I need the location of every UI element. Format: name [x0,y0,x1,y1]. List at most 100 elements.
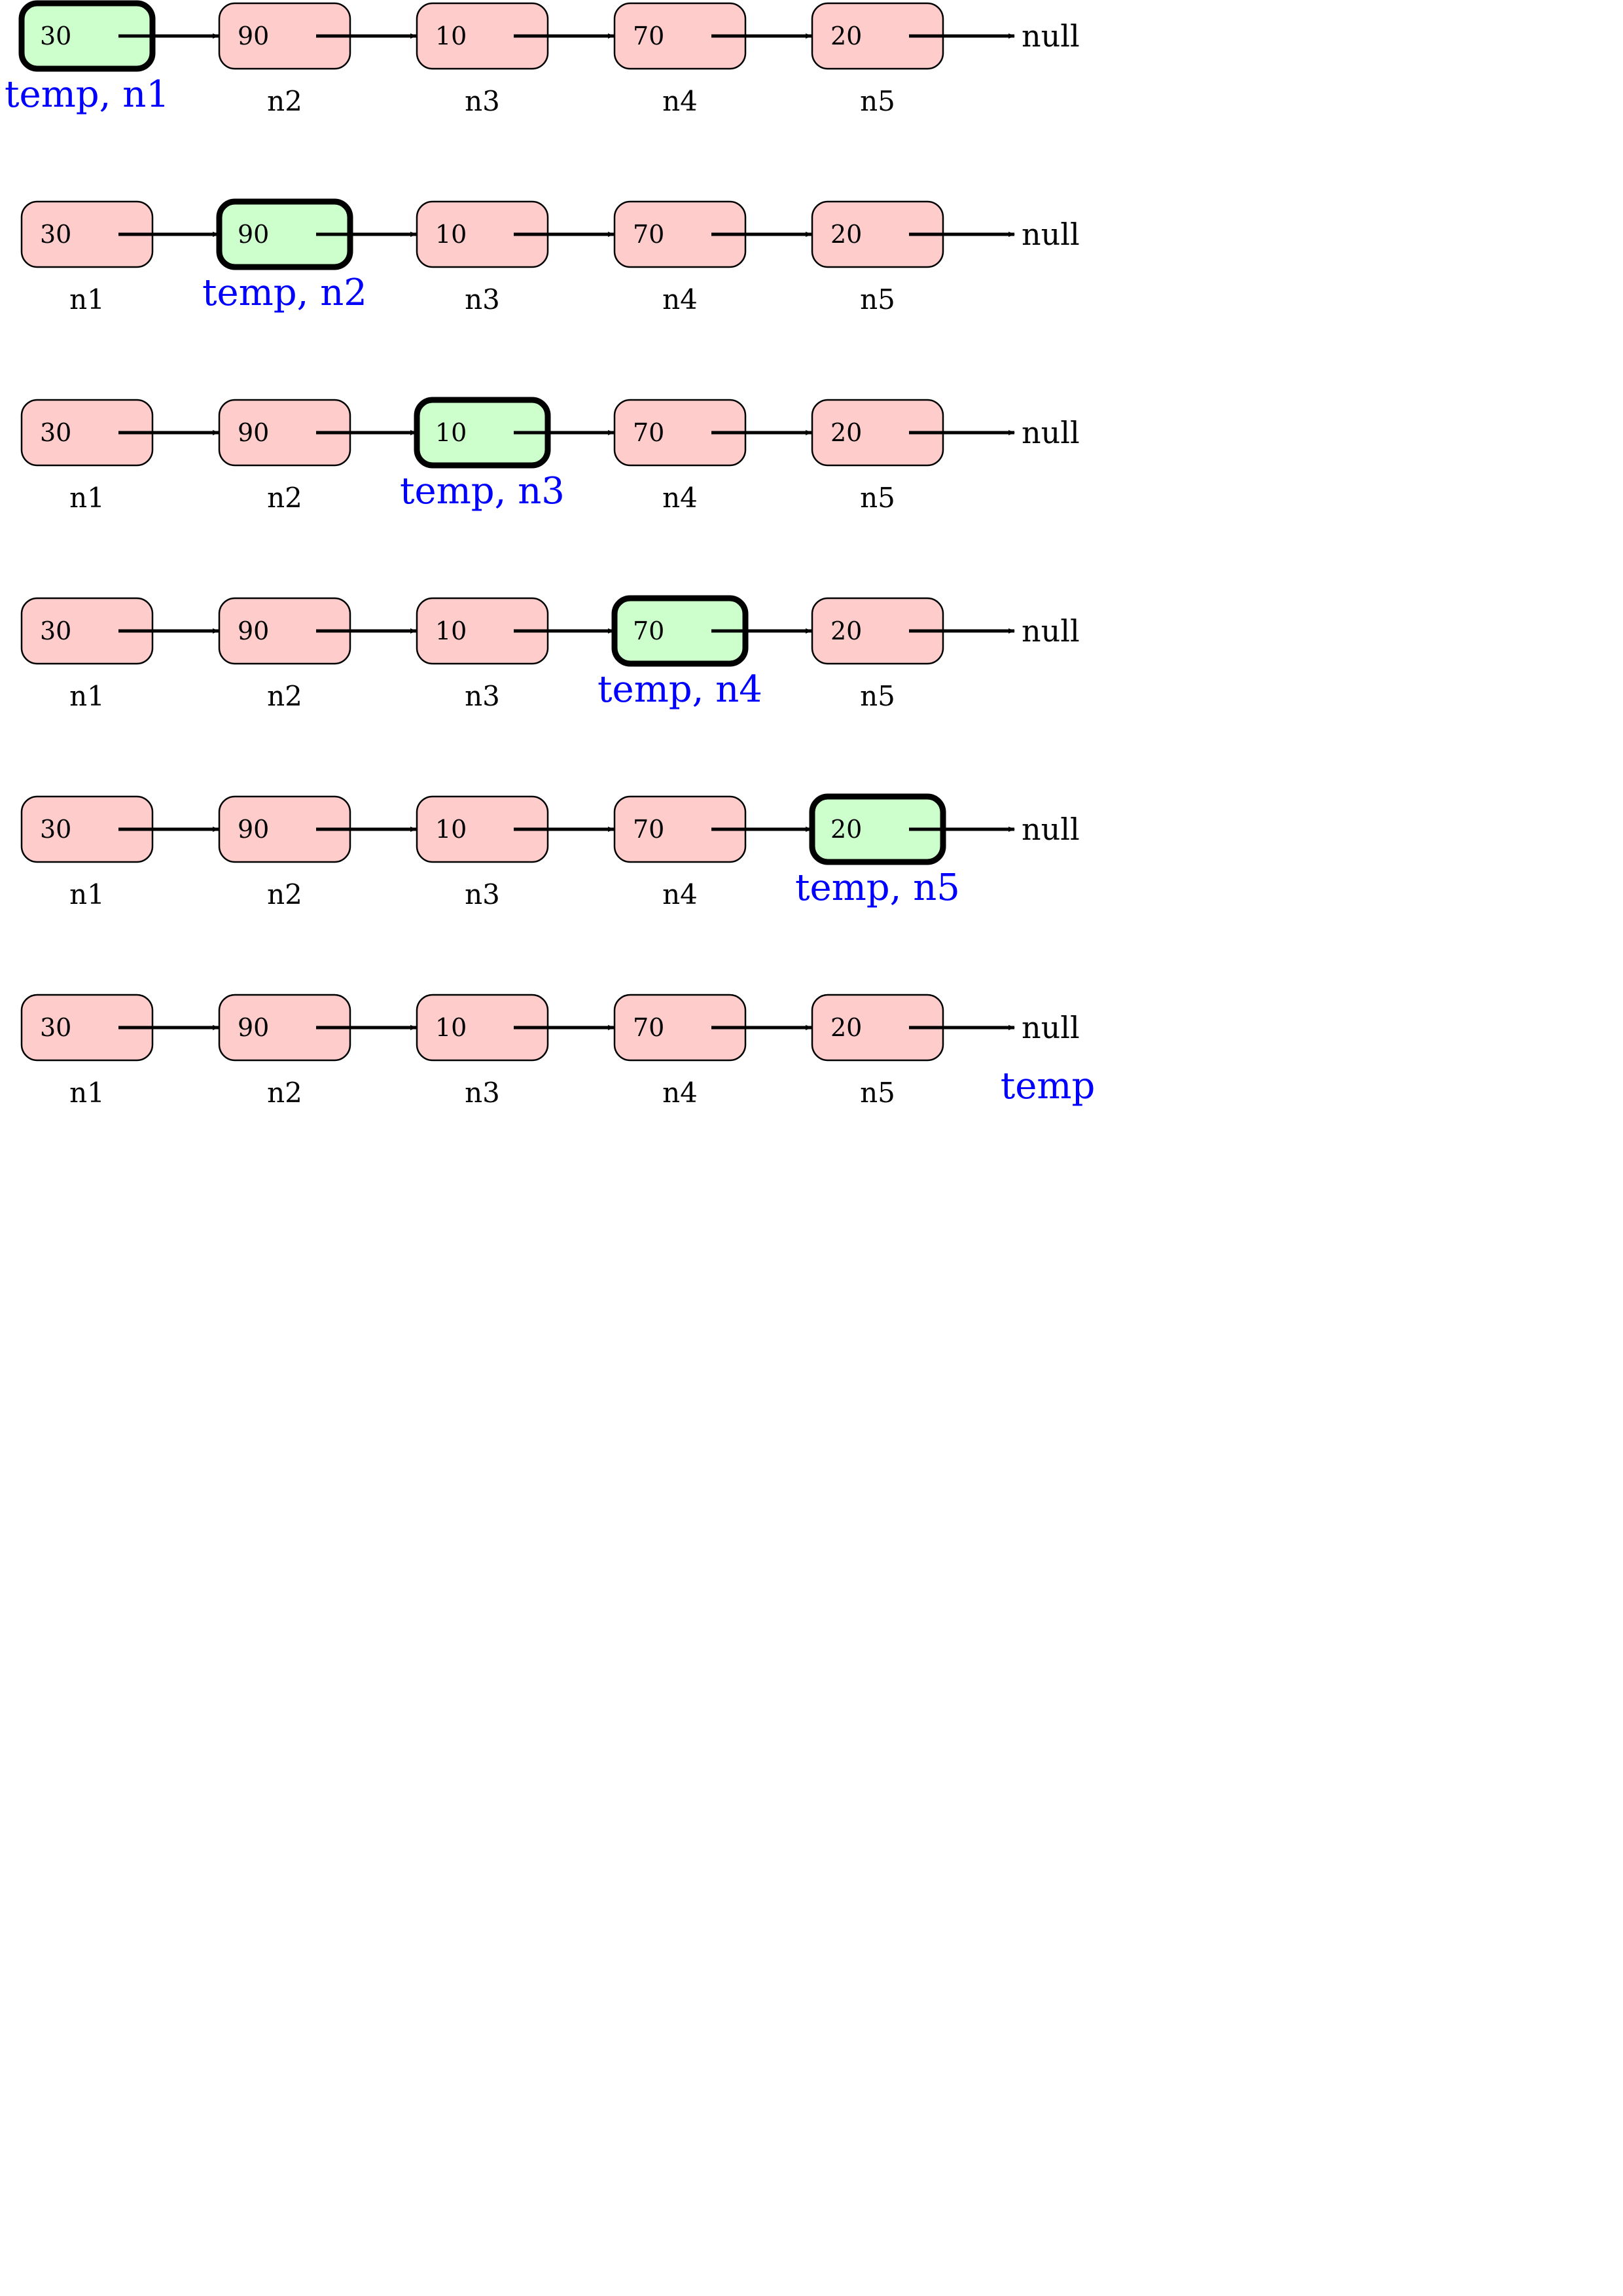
node-value: 90 [238,617,269,645]
list-node: 20 [811,597,1015,665]
null-terminator: null [1022,217,1080,252]
traversal-step-6: 30 n1 90 n2 10 n3 70 n4 20 n5 null temp [20,994,1096,1109]
list-node: 90 [218,795,417,863]
node-name-label: n2 [267,85,302,117]
node-name-label: n5 [860,283,895,315]
node-name-label: n1 [69,482,105,514]
node-name-label: n4 [662,1077,698,1109]
node-value: 30 [40,418,71,447]
node-value: 20 [830,1013,862,1042]
list-node: 10 [416,2,615,70]
node-name-label: n3 [465,1077,500,1109]
node-name-label: n3 [465,283,500,315]
node-value: 30 [40,617,71,645]
list-node: 20 [811,994,1015,1062]
list-node: 90 [218,2,417,70]
node-name-label: n5 [860,482,895,514]
null-terminator: null [1022,613,1080,649]
node-value: 90 [238,418,269,447]
node-value: 90 [238,1013,269,1042]
list-node: 10 [416,795,615,863]
node-value: 70 [633,220,664,249]
node-name-label: n1 [69,878,105,910]
node-name-label: n5 [860,680,895,712]
node-value: 30 [40,220,71,249]
node-value: 90 [238,22,269,50]
list-node: 90 [216,198,417,270]
node-name-label: n1 [69,1077,105,1109]
node-value: 70 [633,815,664,844]
null-terminator: null [1022,18,1080,54]
list-node: 90 [218,597,417,665]
null-terminator: null [1022,1010,1080,1045]
node-value: 20 [830,815,862,844]
list-node: 70 [613,994,812,1062]
list-node: 30 [20,597,219,665]
list-node: 20 [809,793,1015,865]
list-node: 70 [613,2,812,70]
node-name-label: n2 [267,680,302,712]
list-node: 30 [18,0,219,72]
temp-pointer-label: temp, n3 [400,470,565,512]
node-value: 20 [830,418,862,447]
node-value: 20 [830,617,862,645]
node-name-label: n2 [267,1077,302,1109]
temp-pointer-label: temp, n4 [597,668,762,711]
temp-pointer-label: temp, n2 [202,272,367,314]
node-name-label: n5 [860,1077,895,1109]
node-value: 10 [435,815,467,844]
node-name-label: n4 [662,85,698,117]
node-name-label: n5 [860,85,895,117]
node-value: 10 [435,617,467,645]
list-node: 30 [20,994,219,1062]
node-name-label: n3 [465,85,500,117]
list-node: 10 [416,597,615,665]
list-node: 70 [611,595,812,667]
list-node: 10 [416,994,615,1062]
traversal-step-5: 30 n1 90 n2 10 n3 70 n4 20 temp, n5 null [20,793,1080,910]
temp-pointer-label: temp, n1 [5,73,169,116]
list-node: 20 [811,2,1015,70]
temp-pointer-label: temp [1001,1065,1096,1107]
node-name-label: n2 [267,482,302,514]
list-node: 70 [613,795,812,863]
list-node: 20 [811,399,1015,467]
list-node: 30 [20,200,219,268]
list-node: 30 [20,795,219,863]
node-value: 20 [830,220,862,249]
node-value: 10 [435,22,467,50]
node-name-label: n2 [267,878,302,910]
node-value: 10 [435,418,467,447]
list-node: 70 [613,200,812,268]
list-node: 20 [811,200,1015,268]
node-value: 70 [633,22,664,50]
node-value: 70 [633,1013,664,1042]
node-value: 10 [435,220,467,249]
null-terminator: null [1022,812,1080,847]
node-value: 70 [633,418,664,447]
node-value: 20 [830,22,862,50]
node-name-label: n3 [465,878,500,910]
temp-pointer-label: temp, n5 [795,867,960,909]
node-value: 90 [238,815,269,844]
node-name-label: n1 [69,680,105,712]
list-node: 10 [416,200,615,268]
null-terminator: null [1022,415,1080,450]
list-node: 30 [20,399,219,467]
list-node: 10 [414,397,615,469]
node-name-label: n4 [662,878,698,910]
list-node: 90 [218,399,417,467]
node-value: 30 [40,1013,71,1042]
node-value: 30 [40,815,71,844]
list-node: 90 [218,994,417,1062]
node-value: 10 [435,1013,467,1042]
node-value: 70 [633,617,664,645]
node-name-label: n1 [69,283,105,315]
list-node: 70 [613,399,812,467]
node-name-label: n4 [662,283,698,315]
